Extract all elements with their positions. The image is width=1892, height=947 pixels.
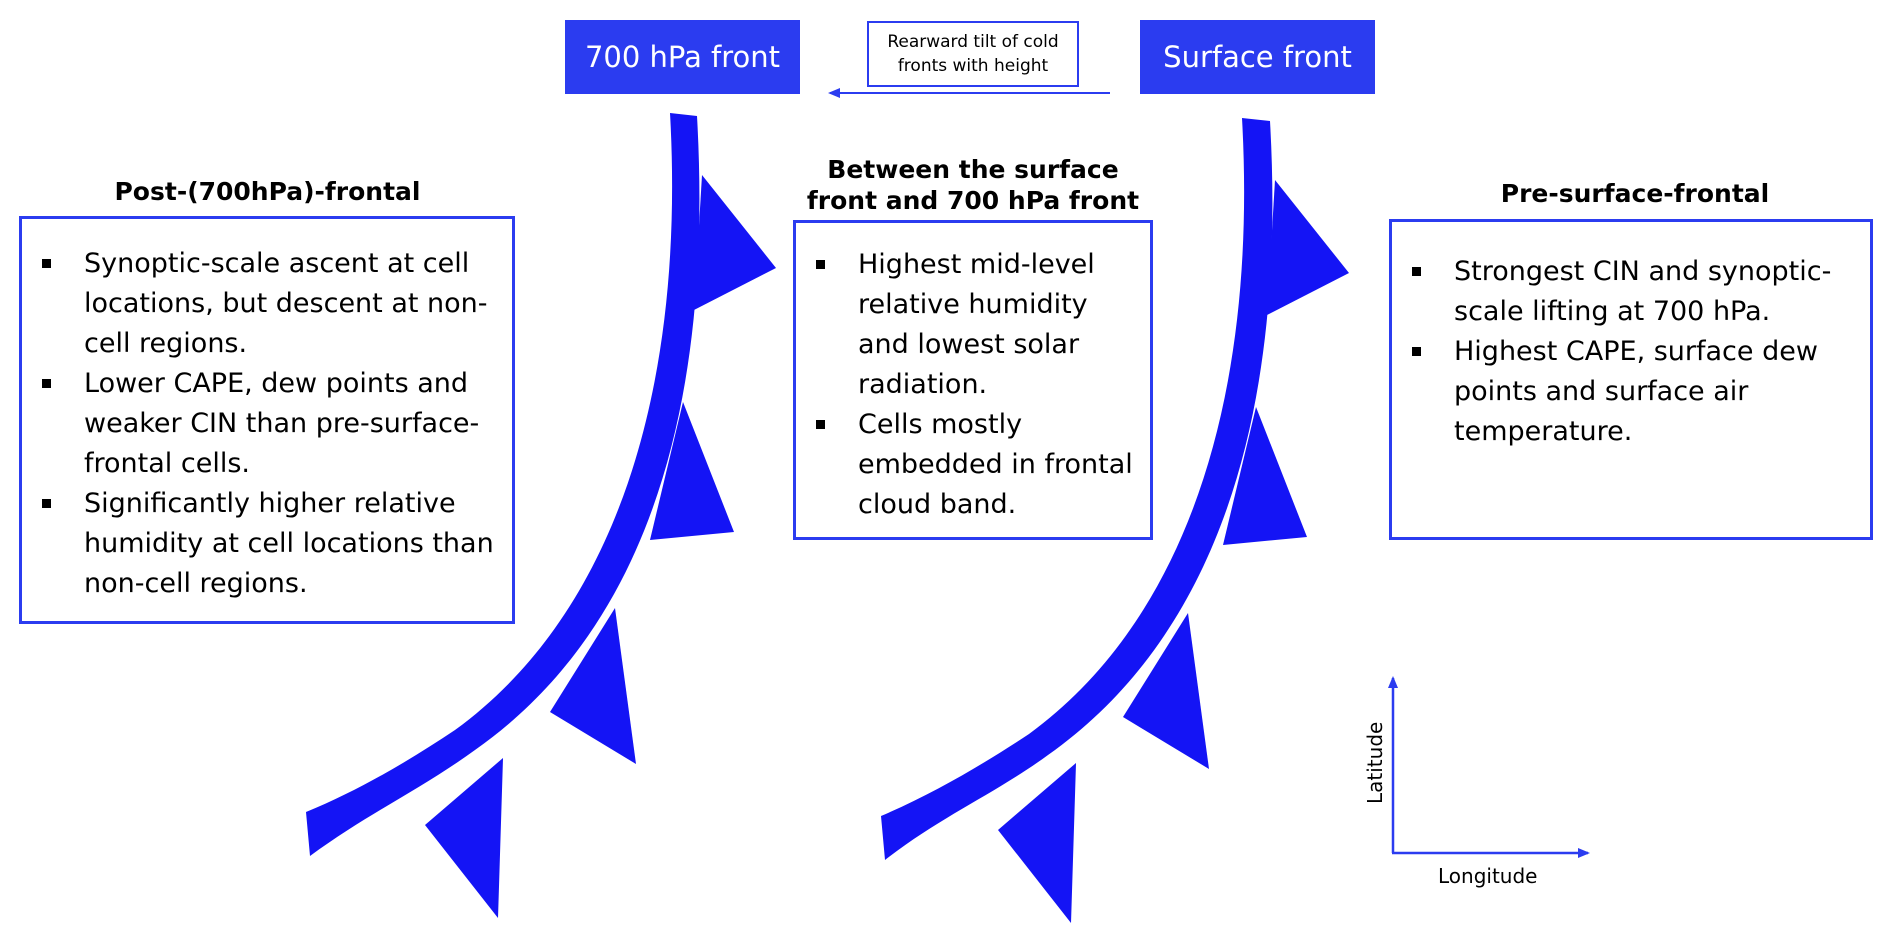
pre-surface-frontal-list: Strongest CIN and synoptic-scale lifting…	[1392, 252, 1860, 452]
front-700hpa-triangle-1	[694, 175, 776, 310]
surface-front-triangle-4	[998, 763, 1076, 923]
post-frontal-item: Lower CAPE, dew points and weaker CIN th…	[22, 364, 512, 484]
post-frontal-item: Synoptic-scale ascent at cell locations,…	[22, 244, 512, 364]
between-fronts-list: Highest mid-level relative humidity and …	[796, 245, 1142, 525]
surface-front-label: Surface front	[1140, 20, 1375, 94]
front-700hpa-triangle-3	[550, 608, 636, 764]
pre-surface-frontal-box: Strongest CIN and synoptic-scale lifting…	[1389, 219, 1873, 540]
front-700hpa-line	[306, 113, 700, 856]
pre-surface-frontal-heading: Pre-surface-frontal	[1500, 179, 1770, 208]
surface-front-line	[881, 118, 1273, 860]
front-700hpa-label: 700 hPa front	[565, 20, 800, 94]
front-700hpa-symbol	[306, 113, 776, 918]
surface-front-symbol	[881, 118, 1349, 923]
tilt-note-box: Rearward tilt of cold fronts with height	[867, 21, 1079, 87]
post-frontal-list: Synoptic-scale ascent at cell locations,…	[22, 244, 512, 604]
post-frontal-box: Synoptic-scale ascent at cell locations,…	[19, 216, 515, 624]
tilt-note-line-1: Rearward tilt of cold	[887, 32, 1059, 52]
surface-front-triangle-3	[1123, 613, 1209, 769]
between-fronts-box: Highest mid-level relative humidity and …	[793, 220, 1153, 540]
between-fronts-item: Highest mid-level relative humidity and …	[796, 245, 1142, 405]
tilt-note-line-2: fronts with height	[897, 56, 1049, 76]
front-700hpa-triangle-2	[650, 402, 734, 540]
front-700hpa-triangle-4	[425, 758, 503, 918]
post-frontal-heading: Post-(700hPa)-frontal	[114, 177, 421, 206]
longitude-axis-label: Longitude	[1438, 864, 1538, 888]
surface-front-triangle-2	[1223, 407, 1307, 545]
pre-surface-frontal-item: Strongest CIN and synoptic-scale lifting…	[1392, 252, 1860, 332]
between-fronts-heading-line-2: front and 700 hPa front	[806, 186, 1140, 215]
surface-front-triangle-1	[1267, 180, 1349, 315]
pre-surface-frontal-item: Highest CAPE, surface dew points and sur…	[1392, 332, 1860, 452]
between-fronts-item: Cells mostly embedded in frontal cloud b…	[796, 405, 1142, 525]
between-fronts-heading: Between the surface front and 700 hPa fr…	[793, 154, 1153, 216]
latitude-axis-label: Latitude	[1363, 721, 1387, 804]
post-frontal-item: Significantly higher relative humidity a…	[22, 484, 512, 604]
between-fronts-heading-line-1: Between the surface	[827, 155, 1119, 184]
